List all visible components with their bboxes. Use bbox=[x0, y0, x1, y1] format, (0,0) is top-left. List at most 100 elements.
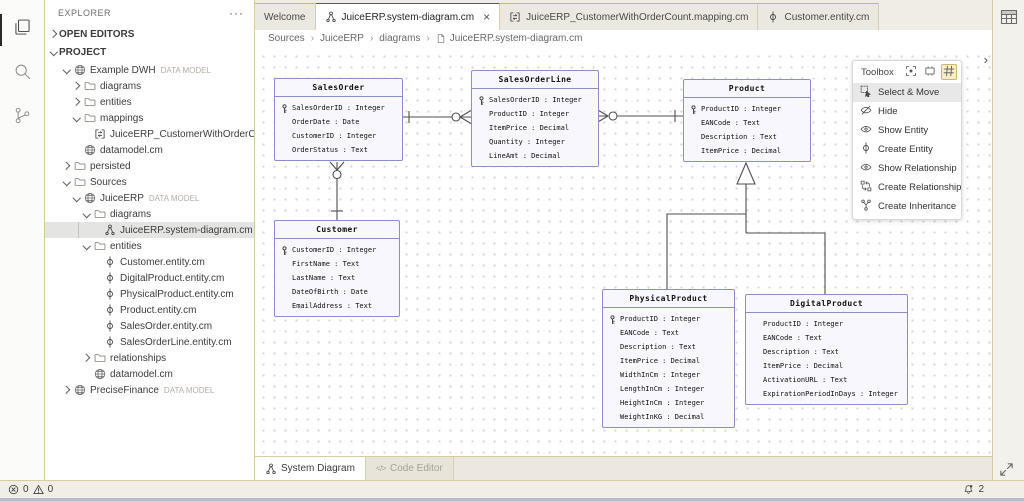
toolbox-create-entity[interactable]: Create Entity bbox=[853, 140, 961, 159]
problems-status[interactable]: 0 0 bbox=[8, 484, 53, 495]
toolbox-create-relationship[interactable]: Create Relationship bbox=[853, 178, 961, 197]
entity-field: EmailAddress : Text bbox=[292, 302, 373, 310]
entity-field: Description : Text bbox=[620, 343, 696, 351]
tree-item-physicalproduct-entity-cm[interactable]: PhysicalProduct.entity.cm bbox=[45, 286, 254, 302]
tree-item-juiceerp[interactable]: JuiceERP DATA MODEL bbox=[45, 190, 254, 206]
tab-welcome[interactable]: Welcome bbox=[255, 3, 316, 30]
center-selection-icon[interactable] bbox=[903, 64, 919, 80]
tree-item-diagrams[interactable]: diagrams bbox=[45, 78, 254, 94]
tree-item-datamodel-cm[interactable]: datamodel.cm bbox=[45, 366, 254, 382]
toolbox-select-move[interactable]: Select & Move bbox=[853, 83, 961, 102]
close-icon[interactable]: × bbox=[483, 10, 491, 24]
entity-field: EANCode : Text bbox=[763, 334, 823, 342]
entity-field: CustomerID : Integer bbox=[275, 243, 399, 257]
folder-icon bbox=[73, 176, 87, 189]
tree-item-product-entity-cm[interactable]: Product.entity.cm bbox=[45, 302, 254, 318]
breadcrumb-diagrams[interactable]: diagrams bbox=[379, 33, 421, 44]
breadcrumb-juiceerp[interactable]: JuiceERP bbox=[320, 33, 364, 44]
model-icon bbox=[73, 384, 87, 397]
tree-item-persisted[interactable]: persisted bbox=[45, 158, 254, 174]
tree-item-precisefinance[interactable]: PreciseFinance DATA MODEL bbox=[45, 382, 254, 398]
toolbox-create-inheritance[interactable]: Create Inheritance bbox=[853, 197, 961, 216]
entity-field: ProductID : Integer bbox=[489, 110, 570, 118]
activity-search[interactable] bbox=[0, 52, 44, 96]
sidebar-title: EXPLORER bbox=[58, 7, 112, 18]
toolbox-hide[interactable]: Hide bbox=[853, 102, 961, 121]
entity-field: DateOfBirth : Date bbox=[292, 288, 368, 296]
activity-source-control[interactable] bbox=[0, 96, 44, 140]
tab-mapping[interactable]: JuiceERP_CustomerWithOrderCount.mapping.… bbox=[500, 3, 759, 30]
tree-item-customer-entity-cm[interactable]: Customer.entity.cm bbox=[45, 254, 254, 270]
entity-field: ItemPrice : Decimal bbox=[489, 124, 570, 132]
eye-icon bbox=[860, 123, 872, 138]
activity-bar bbox=[0, 0, 45, 480]
toggle-grid-icon[interactable] bbox=[941, 64, 957, 80]
tree-item-juiceerp-system-diagram-cm[interactable]: JuiceERP.system-diagram.cm bbox=[45, 222, 254, 238]
table-view-icon[interactable] bbox=[999, 7, 1019, 27]
expand-icon[interactable] bbox=[999, 462, 1014, 477]
folder-icon bbox=[83, 96, 97, 109]
tree-item-sources[interactable]: Sources bbox=[45, 174, 254, 190]
notifications-status[interactable]: 2 bbox=[963, 484, 984, 495]
entity-field: Description : Text bbox=[701, 133, 777, 141]
section-open-editors[interactable]: OPEN EDITORS bbox=[45, 25, 254, 43]
breadcrumb: Sources › JuiceERP › diagrams › JuiceERP… bbox=[255, 30, 992, 47]
status-bar: 0 0 2 bbox=[0, 480, 1024, 501]
source-control-icon bbox=[12, 105, 33, 131]
folder-icon bbox=[93, 352, 107, 365]
more-actions-icon[interactable]: ··· bbox=[229, 5, 244, 20]
entity-field: ProductID : Integer bbox=[603, 312, 734, 326]
notification-count: 2 bbox=[978, 484, 984, 495]
chevron-icon bbox=[91, 337, 102, 348]
tab-system-diagram[interactable]: JuiceERP.system-diagram.cm × bbox=[315, 3, 501, 30]
section-project[interactable]: PROJECT bbox=[45, 43, 254, 61]
tree-item-relationships[interactable]: relationships bbox=[45, 350, 254, 366]
entity-field: ItemPrice : Decimal bbox=[620, 357, 701, 365]
tree-item-salesorderline-entity-cm[interactable]: SalesOrderLine.entity.cm bbox=[45, 334, 254, 350]
entity-field: ProductID : Integer bbox=[763, 320, 844, 328]
relationship-salesorder-salesorderline[interactable] bbox=[401, 110, 472, 124]
collapse-panel-chevron-icon[interactable]: › bbox=[983, 52, 988, 67]
inheritance-product[interactable] bbox=[666, 161, 826, 294]
tree-item-juiceerp-customerwithordercount-ma-[interactable]: JuiceERP_CustomerWithOrderCount.ma... bbox=[45, 126, 254, 142]
tab-customer-entity[interactable]: Customer.entity.cm bbox=[758, 3, 880, 30]
tab-system-diagram-view[interactable]: System Diagram bbox=[255, 457, 366, 480]
toolbox-show-relationship[interactable]: Show Relationship bbox=[853, 159, 961, 178]
toolbox-show-entity[interactable]: Show Entity bbox=[853, 121, 961, 140]
tree-item-diagrams[interactable]: diagrams bbox=[45, 206, 254, 222]
diagram-icon bbox=[103, 224, 117, 237]
tree-item-entities[interactable]: entities bbox=[45, 238, 254, 254]
tree-item-salesorder-entity-cm[interactable]: SalesOrder.entity.cm bbox=[45, 318, 254, 334]
fit-frame-icon[interactable] bbox=[922, 64, 938, 80]
mapping-icon bbox=[93, 128, 107, 141]
entity-field: LengthInCm : Integer bbox=[620, 385, 705, 393]
chevron-icon bbox=[81, 369, 92, 380]
breadcrumb-sources[interactable]: Sources bbox=[268, 33, 305, 44]
tree-item-mappings[interactable]: mappings bbox=[45, 110, 254, 126]
tab-code-editor-view[interactable]: </> Code Editor bbox=[365, 457, 454, 480]
tree-item-example-dwh[interactable]: Example DWH DATA MODEL bbox=[45, 62, 254, 78]
relationship-customer-salesorder[interactable] bbox=[329, 161, 345, 220]
entity-field: ItemPrice : Decimal bbox=[701, 147, 782, 155]
file-icon bbox=[436, 33, 446, 44]
model-icon bbox=[73, 64, 87, 77]
tree-item-datamodel-cm[interactable]: datamodel.cm bbox=[45, 142, 254, 158]
entity-field: EANCode : Text bbox=[701, 119, 761, 127]
search-icon bbox=[12, 61, 33, 87]
breadcrumb-file[interactable]: JuiceERP.system-diagram.cm bbox=[449, 33, 583, 44]
tree-item-digitalproduct-entity-cm[interactable]: DigitalProduct.entity.cm bbox=[45, 270, 254, 286]
activity-explorer[interactable] bbox=[0, 8, 44, 52]
entity-field: CustomerID : Integer bbox=[292, 132, 377, 140]
tree-item-entities[interactable]: entities bbox=[45, 94, 254, 110]
chevron-right-icon bbox=[71, 97, 82, 108]
entity-title: SalesOrder bbox=[275, 79, 402, 97]
relationship-salesorderline-product[interactable] bbox=[596, 109, 683, 123]
entity-field: OrderDate : Date bbox=[292, 118, 360, 126]
